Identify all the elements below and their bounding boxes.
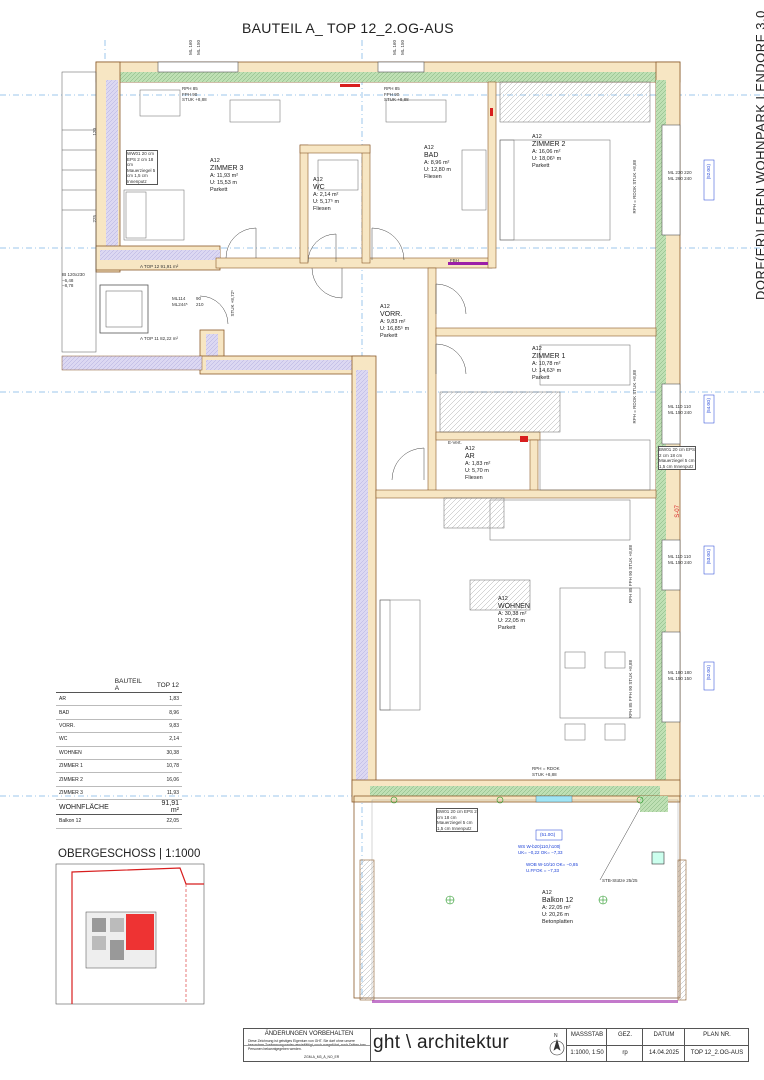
furniture: [123, 81, 651, 741]
annotation-ml-top-3: ML 160: [392, 40, 397, 55]
overview-label: OBERGESCHOSS | 1:1000: [58, 848, 201, 860]
annotation-ml-top-1: ML 160: [188, 40, 193, 55]
north-label: N: [554, 1033, 558, 1039]
wall-legend-1: WW01 20 cm EPS 2 cm 18 cm Mauerziegel 5 …: [126, 150, 158, 185]
title-block: ÄNDERUNGEN VORBEHALTEN Diese Zeichnung i…: [243, 1028, 749, 1062]
annotation-top11: A TOP 11 82,22 m²: [140, 336, 178, 341]
drawing-title: BAUTEIL A_ TOP 12_2.OG-AUS: [242, 20, 454, 36]
annotation-top12: A TOP 12 91,91 m²: [140, 264, 179, 269]
windows-top: [157, 61, 425, 73]
area-table-header-left: BAUTEIL A: [111, 678, 150, 693]
room-bad: A12 BAD A: 8,96 m² U: 12,80 m Fliesen: [424, 145, 451, 180]
room-zimmer2: A12 ZIMMER 2 A: 16,06 m² U: 18,06⁵ m Par…: [532, 134, 566, 169]
architect-logo: ght \ architektur: [373, 1032, 510, 1053]
walls: [95, 61, 681, 803]
room-balkon: A12 Balkon 12 A: 22,05 m² U: 20,26 m Bet…: [542, 890, 574, 925]
room-zimmer1: A12 ZIMMER 1 A: 10,78 m² U: 14,63⁵ m Par…: [532, 346, 566, 381]
annotation-rph-4: RPH 85 FPH 90 STUK +8,88: [628, 660, 633, 719]
tag-boxes: [535, 159, 715, 841]
annotation-ml-top-2: ML 150: [196, 40, 201, 55]
wall-legend-3: BW01 20 cm EPS 2 cm 18 cm Mauerziegel 5 …: [436, 808, 478, 832]
tag-52og-2: (52.0G): [706, 665, 711, 681]
annotation-stb: STB-Stütze 25/25: [602, 878, 638, 883]
annotation-ml-top-4: ML 150: [400, 40, 405, 55]
tag-51og: (51.0G): [540, 832, 556, 837]
balcony-outline: [353, 795, 687, 1003]
tag-54og: (54.0G): [706, 398, 711, 414]
tag-52og-1: (52.0G): [706, 164, 711, 180]
windows-right: [661, 124, 681, 723]
annotation-rphrdok-2: RPH = RDOK STUK +8,88: [632, 370, 637, 424]
file-name: ZGM-A_M3_Ä_NO_ER: [304, 1055, 340, 1059]
wall-legend-2: BW01 20 cm EPS 2 cm 18 cm Mauerziegel 5 …: [658, 446, 696, 470]
tag-53og: (53.0G): [706, 549, 711, 565]
annotation-ws: WS W-b20|110,h100|UK= −0,22 OK= −7,33: [518, 844, 563, 855]
room-vorr: A12 VORR. A: 9,83 m² U: 16,85⁵ m Parkett: [380, 304, 410, 339]
room-ar: A12 AR A: 1,83 m² U: 5,70 m Fliesen: [465, 446, 491, 481]
annotation-rph-3: RPH 85 FPH 90 STUK +8,88: [628, 545, 633, 604]
stair-area: [61, 71, 203, 371]
room-wohnen: A12 WOHNEN A: 30,38 m² U: 22,05 m Parket…: [498, 596, 530, 631]
annotation-ib: IB 120x230−6,48−8,78: [62, 272, 85, 288]
annotation-120: 120: [92, 128, 97, 136]
changes-title: ÄNDERUNGEN VORBEHALTEN: [264, 1031, 354, 1037]
annotation-stuk-vorr: STUK +8,72⁵: [230, 290, 235, 317]
area-table-header-right: TOP 12: [149, 678, 182, 693]
north-arrow: [549, 1038, 565, 1056]
annotation-225: 225: [92, 215, 97, 223]
section-marker-s07: S-07: [675, 505, 681, 518]
door-swings: [199, 227, 467, 481]
room-wc: A12 WC A: 2,14 m² U: 5,17⁵ m Fliesen: [313, 177, 340, 212]
overview-map: [55, 863, 205, 1005]
table-row: VORR.9,83: [56, 719, 182, 734]
annotation-rphrdok-1: RPH = RDOK STUK +8,88: [632, 160, 637, 214]
annotation-evert: E-Vert.: [448, 440, 462, 445]
annotation-fbh: FBH: [450, 258, 459, 263]
project-title-vertical: DORF(ER)LEBEN WOHNPARK LENDORF 3.0: [753, 10, 764, 300]
room-zimmer3: A12 ZIMMER 3 A: 11,93 m² U: 15,53 m Park…: [210, 158, 244, 193]
